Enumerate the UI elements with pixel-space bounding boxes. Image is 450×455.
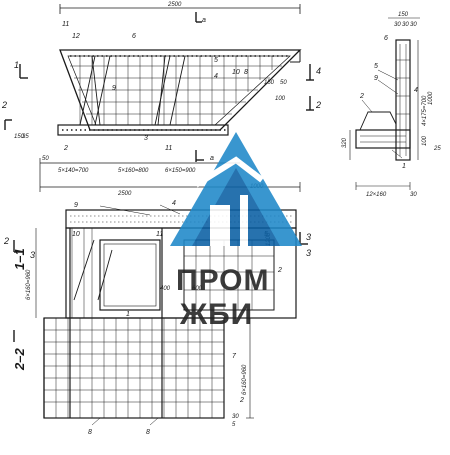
elevation-view [4,4,314,192]
rebar-mark: 10 [232,69,240,76]
dim-text: 6×160=960 [242,364,248,395]
rebar-mark: 2 [359,93,364,100]
section-marker-1: 1 [14,60,19,70]
overall-length: 2500 [117,191,132,197]
rebar-mark: 5 [374,63,378,70]
rebar-mark: 10 [72,231,80,238]
section-title-1: 1–1 [12,248,27,270]
dim-text: 30 [410,192,417,198]
dim-text: 30 [402,22,409,28]
dim-text: 100 [422,135,428,146]
rebar-mark: 6 [384,35,388,42]
promzhbi-logo: ПРОМ ЖБИ [170,132,302,331]
section-marker-3b: 3 [306,248,311,258]
side-section-view [349,17,420,190]
rebar-mark: 9 [74,202,78,209]
dim-text: 150 [264,80,275,86]
rebar-mark: 9 [374,75,378,82]
section-marker-2-plan: 2 [3,236,9,246]
section-marker-3-left: 3 [30,250,35,260]
rebar-mark: 12 [72,33,80,40]
dim-text: 30 [394,22,401,28]
rebar-mark: 11 [156,231,163,238]
dim-text: 25 [433,146,441,152]
section-marker-3: 3 [306,232,311,242]
dim-text: 5 [232,422,236,428]
dim-text: 1000 [428,91,434,105]
dim-text: 12×160 [366,192,387,198]
dim-text: 5×140=700 [58,168,89,174]
rebar-mark: 4 [172,200,176,207]
logo-cutout [210,205,230,246]
dim-text: 30 [410,22,417,28]
cut-label-bottom: a [210,155,214,162]
dim-text: 50 [42,156,49,162]
dim-text: 6×160=960 [26,269,32,300]
dim-text: 400 [160,286,171,292]
dim-text: 320 [342,137,348,148]
top-dimension: 2500 [167,2,182,8]
rebar-mark: 11 [165,145,172,152]
logo-line2: ЖБИ [179,298,253,331]
logo-line1: ПРОМ [176,264,270,297]
rebar-mark: 7 [232,353,237,360]
rebar-mark: 5 [214,57,218,64]
dim-text: 100 [275,96,286,102]
dim-text: 35 [22,134,29,140]
logo-arc [194,156,264,188]
dim-text: 6×150=900 [165,168,196,174]
rebar-mark: 4 [414,87,418,94]
dim-text: 150 [398,12,409,18]
dim-text: 50 [280,80,287,86]
section-title-2: 2–2 [12,348,27,371]
rebar-mark: 2 [277,267,282,274]
elevation-labels: 2500 a 11 12 6 5 4 10 8 9 3 2 11 50 5×14… [1,2,321,197]
rebar-mark: 9 [112,85,116,92]
rebar-mark: 3 [144,135,148,142]
rebar-mark: 8 [146,429,150,436]
logo-cutout [240,195,248,246]
rebar-mark: 2 [239,397,244,404]
dim-text: 5×160=800 [118,168,149,174]
rebar-mark: 11 [62,21,69,28]
rebar-mark: 8 [244,69,248,76]
dim-text: 600 [192,286,203,292]
cut-label: a [202,17,206,24]
section-marker-2: 2 [1,100,7,110]
rebar-mark: 2 [63,145,68,152]
dim-text: 30 [232,414,239,420]
rebar-mark: 1 [402,163,406,170]
rebar-mark: 8 [88,429,92,436]
dim-text: 150 [14,134,25,140]
rebar-mark: 6 [132,33,136,40]
section-marker-4: 4 [316,66,321,76]
side-section-labels: 150 30 30 30 1000 4×175=700 100 25 320 1… [342,12,441,198]
rebar-mark: 1 [126,311,130,318]
rebar-mark: 4 [214,73,218,80]
section-marker-2-right: 2 [315,100,321,110]
dim-text: 4×175=700 [422,95,428,126]
